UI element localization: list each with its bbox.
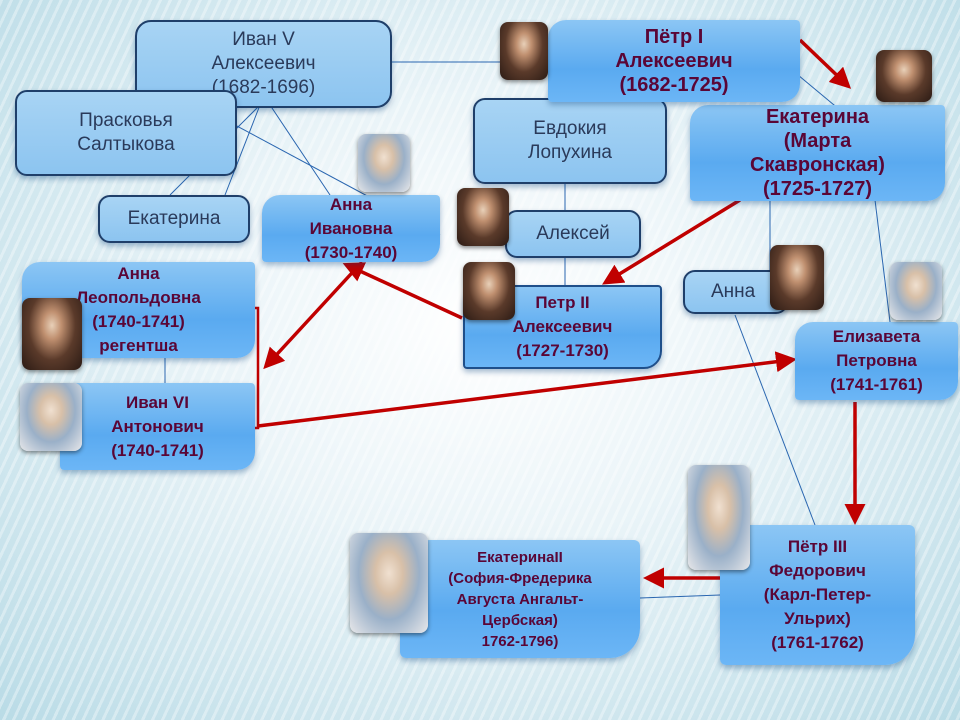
name: Пётр I — [644, 26, 704, 48]
portrait-anna-leopoldovna — [22, 298, 82, 370]
years: 1762-1796) — [481, 632, 559, 650]
patronymic: Антонович — [111, 416, 204, 436]
name: Екатерина — [765, 106, 870, 128]
person-ekaterina-ivanovna[interactable]: Екатерина — [98, 195, 250, 243]
name: Прасковья — [79, 110, 173, 131]
succession-arrows — [257, 38, 866, 589]
birth-name: (Карл-Петер- — [763, 585, 872, 604]
name: Евдокия — [533, 118, 607, 139]
name: Пётр III — [787, 537, 848, 556]
surname: Салтыкова — [77, 134, 175, 155]
patronymic: Леопольдовна — [76, 288, 201, 307]
birth-name-2: Августа Ангальт- — [456, 590, 584, 608]
person-ivan-vi[interactable]: Иван VI Антонович (1740-1741) — [60, 383, 255, 470]
years: (1740-1741) — [111, 440, 204, 460]
birth-name: (Марта — [783, 130, 852, 152]
patronymic: Федорович — [769, 561, 866, 580]
name: Иван VI — [126, 392, 189, 412]
name: Анна — [329, 194, 373, 214]
years: (1727-1730) — [516, 341, 609, 360]
family-links — [164, 59, 891, 599]
years: (1761-1762) — [771, 633, 864, 652]
person-petr-iii[interactable]: Пётр III Федорович (Карл-Петер- Ульрих) (176… — [720, 525, 915, 665]
surname: Лопухина — [528, 142, 612, 163]
portrait-elizaveta — [890, 262, 942, 320]
person-aleksei[interactable]: Алексей — [505, 210, 641, 258]
birth-name: (София-Фредерика — [448, 569, 592, 587]
name: Екатерина — [127, 208, 221, 229]
name: Петр II — [535, 293, 590, 312]
portrait-aleksei — [457, 188, 509, 246]
portrait-ekaterina-i — [876, 50, 932, 102]
birth-name-end: Ульрих) — [784, 609, 851, 628]
portrait-petr-i — [500, 22, 548, 80]
portrait-anna-ivanovna — [358, 134, 410, 192]
patronymic: Алексеевич — [211, 53, 316, 74]
years: (1682-1696) — [211, 77, 316, 98]
portrait-anna-petrovna — [770, 245, 824, 310]
patronymic: Алексеевич — [615, 50, 733, 72]
years: (1741-1761) — [830, 375, 923, 394]
title: регентша — [99, 336, 178, 355]
years: (1730-1740) — [304, 242, 398, 262]
name: ЕкатеринаII — [477, 548, 563, 566]
name: Елизавета — [832, 327, 921, 346]
portrait-ekaterina-ii — [350, 533, 428, 633]
portrait-ivan-vi — [20, 383, 82, 451]
patronymic: Ивановна — [309, 218, 393, 238]
name: Анна — [711, 281, 756, 302]
portrait-petr-iii — [688, 465, 750, 570]
years: (1740-1741) — [92, 312, 185, 331]
name: Анна — [117, 264, 160, 283]
patronymic: Алексеевич — [512, 317, 613, 336]
birth-surname: Скавронская) — [750, 154, 885, 176]
portrait-petr-ii — [463, 262, 515, 320]
birth-name-3: Цербская) — [482, 611, 558, 629]
name: Алексей — [536, 223, 610, 244]
patronymic: Петровна — [836, 351, 917, 370]
name: Иван V — [232, 29, 295, 50]
years: (1725-1727) — [763, 178, 872, 200]
years: (1682-1725) — [619, 74, 729, 96]
